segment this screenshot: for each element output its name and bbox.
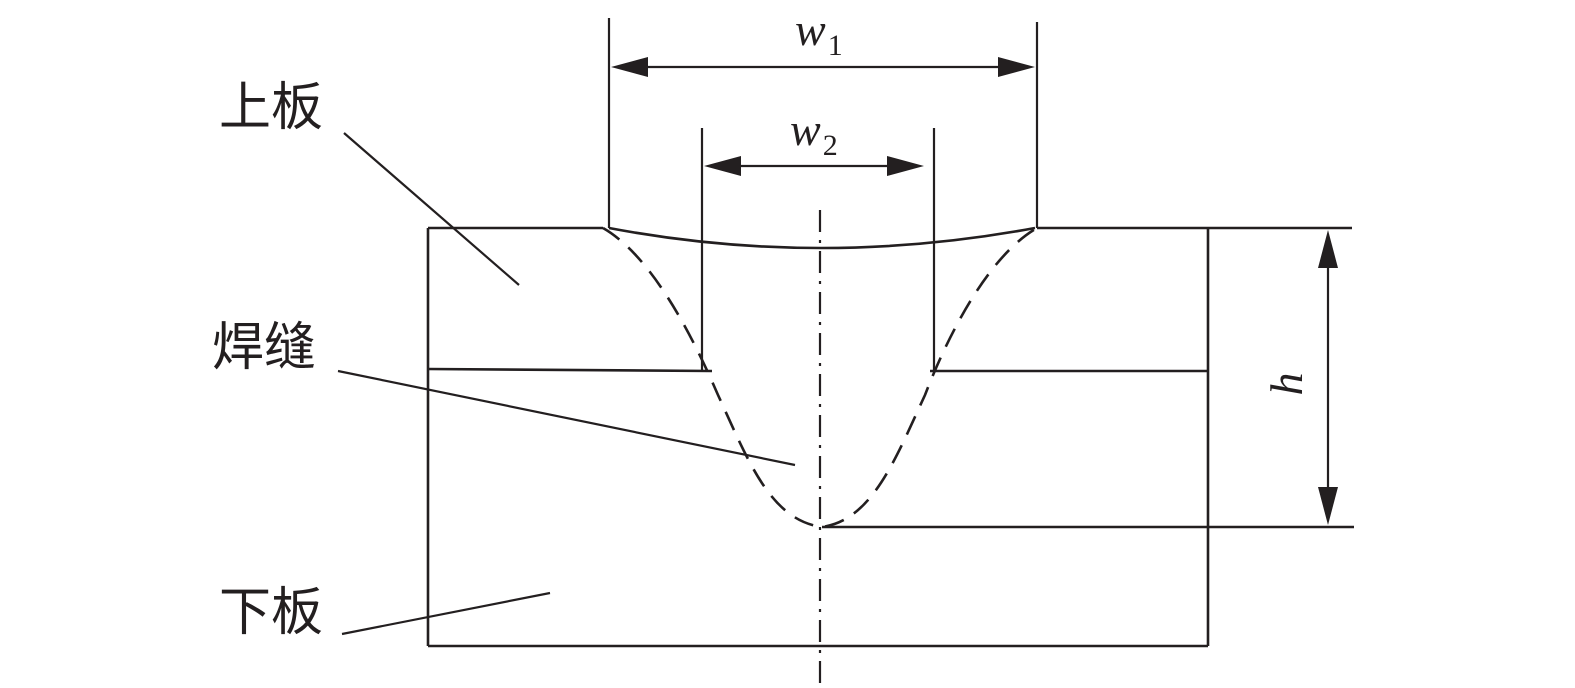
w1-symbol: w xyxy=(795,4,826,55)
h-arrow-bottom xyxy=(1318,487,1338,525)
h-arrow-top xyxy=(1318,230,1338,268)
w1-arrow-left xyxy=(611,57,648,77)
lower-plate-label: 下板 xyxy=(219,583,323,643)
w1-subscript: 1 xyxy=(828,29,843,62)
w2-subscript: 2 xyxy=(823,129,838,162)
weld-fusion-boundary xyxy=(602,226,1038,529)
upper-plate-leader xyxy=(343,132,520,286)
w2-label: w2 xyxy=(790,104,838,162)
w2-symbol: w xyxy=(790,104,821,155)
w2-arrow-right xyxy=(887,156,924,176)
upper-plate-label: 上板 xyxy=(219,78,323,138)
weld-seam-label: 焊缝 xyxy=(212,318,316,378)
weld-seam-leader xyxy=(337,369,796,467)
plate-outline xyxy=(426,226,1354,648)
w2-dimension: w2 xyxy=(700,104,936,371)
h-label: h xyxy=(1261,373,1312,396)
w2-arrow-left xyxy=(704,156,741,176)
h-dimension: h xyxy=(1261,230,1338,525)
lower-plate-leader xyxy=(341,591,551,636)
w1-arrow-right xyxy=(998,57,1035,77)
plate-interface-left xyxy=(427,367,713,373)
w1-dimension: w1 xyxy=(607,4,1039,228)
w1-label: w1 xyxy=(795,4,843,62)
weld-top-surface xyxy=(608,226,1036,250)
